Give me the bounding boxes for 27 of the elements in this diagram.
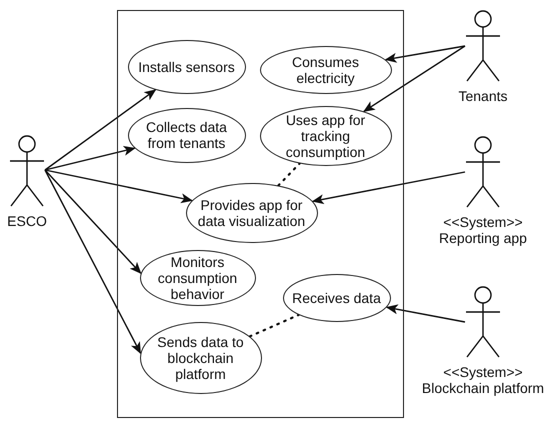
- actor-name: ESCO: [7, 213, 47, 229]
- arrow: [44, 170, 142, 274]
- arrow: [312, 171, 466, 204]
- actor-name: <<System>>: [443, 364, 523, 380]
- actor-name: <<System>>: [443, 214, 523, 230]
- arrow: [44, 146, 136, 171]
- arrow: [44, 89, 156, 171]
- arrow: [44, 169, 193, 204]
- use-case-label: Sends data to blockchain platform: [156, 334, 245, 382]
- arrow: [363, 45, 466, 112]
- arrow: [386, 304, 466, 323]
- arrow: [384, 45, 466, 63]
- use-case-label: Provides app for data visualization: [196, 196, 306, 228]
- use-case-label: Receives data: [291, 290, 382, 306]
- use-case-ellipse: [128, 108, 246, 162]
- use-case-label: Installs sensors: [137, 58, 236, 74]
- use-case-label: Monitors consumption behavior: [156, 254, 238, 302]
- dotted-connector: [277, 162, 301, 187]
- actor-name: Tenants: [458, 88, 508, 104]
- use-case-label: Uses app for tracking consumption: [284, 112, 366, 160]
- actor-name: Reporting app: [439, 230, 527, 246]
- system-boundary-box: [117, 10, 404, 418]
- use-case-label: Collects data from tenants: [145, 119, 228, 151]
- dotted-connector: [248, 314, 300, 338]
- use-case-label: Consumes electricity: [291, 54, 360, 86]
- actor-name: Blockchain platform: [422, 380, 544, 396]
- arrow: [44, 170, 142, 354]
